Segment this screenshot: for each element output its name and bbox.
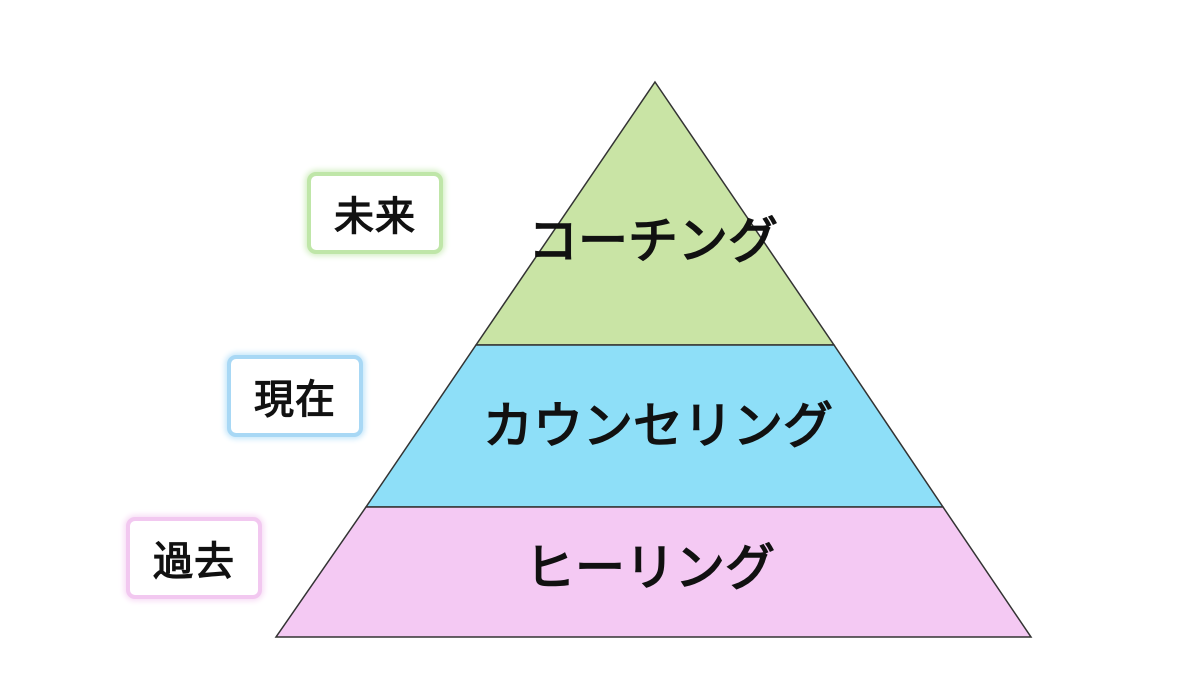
time-label-past-text: 過去 bbox=[153, 539, 235, 585]
time-label-future-text: 未来 bbox=[334, 194, 416, 240]
pyramid-tier-healing bbox=[274, 506, 1033, 638]
tier-label-coaching: コーチング bbox=[528, 212, 778, 270]
time-label-present: 現在 bbox=[227, 355, 363, 437]
time-label-present-text: 現在 bbox=[254, 377, 336, 423]
time-label-future: 未来 bbox=[307, 172, 443, 254]
tier-label-counseling: カウンセリング bbox=[483, 397, 833, 455]
time-label-past: 過去 bbox=[126, 517, 262, 599]
tier-label-healing: ヒーリング bbox=[525, 539, 775, 597]
